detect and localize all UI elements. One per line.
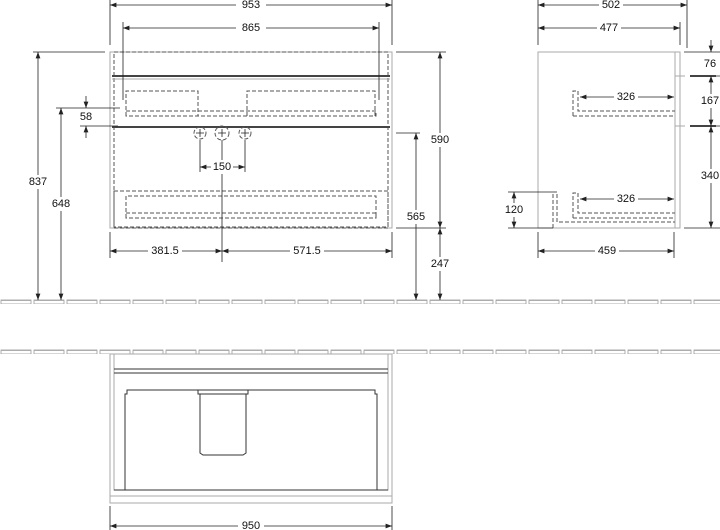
dim-950: 950 xyxy=(242,520,260,530)
floor-tiles-lower xyxy=(0,349,720,354)
dim-459: 459 xyxy=(598,245,616,257)
dim-502: 502 xyxy=(602,0,620,11)
dim-76: 76 xyxy=(704,58,716,70)
dim-590: 590 xyxy=(431,134,449,146)
dim-340: 340 xyxy=(701,170,719,182)
dim-150: 150 xyxy=(213,161,231,173)
floor-tiles-upper xyxy=(0,299,720,304)
dim-865: 865 xyxy=(242,22,260,34)
dim-571-5: 571.5 xyxy=(293,245,321,257)
tap-holes xyxy=(193,125,252,141)
dim-326-upper: 326 xyxy=(617,91,635,103)
side-view: 502 477 76 167 340 326 326 120 459 xyxy=(503,0,720,258)
dim-477: 477 xyxy=(600,22,618,34)
dim-326-lower: 326 xyxy=(617,193,635,205)
dim-247: 247 xyxy=(431,258,449,270)
front-view: 953 865 837 648 58 150 381.5 571.5 590 5… xyxy=(26,0,452,300)
dim-120: 120 xyxy=(505,204,523,216)
dim-565: 565 xyxy=(407,211,425,223)
dim-648: 648 xyxy=(52,198,70,210)
dim-953: 953 xyxy=(242,0,260,11)
top-view: 950 xyxy=(109,353,393,530)
dim-837: 837 xyxy=(29,176,47,188)
dim-167: 167 xyxy=(701,95,719,107)
dim-381-5: 381.5 xyxy=(151,245,179,257)
dim-58: 58 xyxy=(80,111,92,123)
